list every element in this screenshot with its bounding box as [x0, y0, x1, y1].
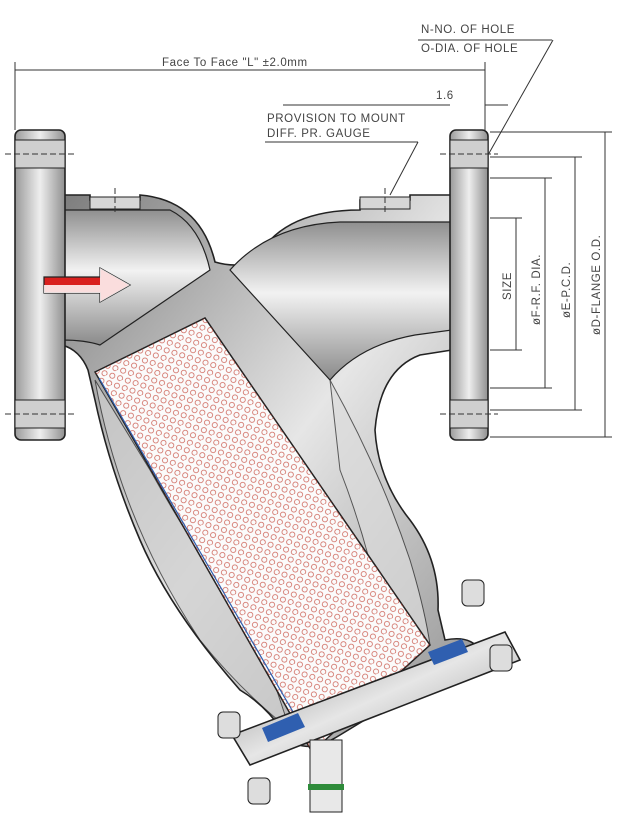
flow-direction-arrow-icon [43, 266, 132, 304]
dimension-lines [14, 39, 612, 438]
cover-flange [217, 579, 522, 813]
bolt-hole [14, 399, 66, 429]
provision-label-line1: PROVISION TO MOUNT [267, 113, 406, 125]
rf-thickness-label: 1.6 [436, 90, 454, 102]
size-label: SIZE [502, 272, 514, 300]
outlet-flange [440, 129, 498, 441]
n-holes-label: N-NO. OF HOLE [421, 24, 515, 36]
provision-label-line2: DIFF. PR. GAUGE [267, 128, 371, 140]
face-to-face-label: Face To Face "L" ±2.0mm [162, 57, 308, 69]
drain-plug [309, 739, 343, 813]
bolt-right [461, 579, 513, 672]
drain-gasket [308, 784, 344, 790]
flange-od-label: øD-FLANGE O.D. [591, 235, 603, 335]
strainer-screen [93, 317, 431, 754]
bolt-hole [14, 139, 66, 169]
bolt-left [217, 711, 271, 805]
gasket-left [262, 713, 305, 742]
gasket-right [428, 639, 468, 665]
o-dia-holes-label: O-DIA. OF HOLE [421, 43, 518, 55]
pcd-label: øE-P.C.D. [561, 262, 573, 318]
rf-dia-label: øF-R.F. DIA. [531, 254, 543, 325]
inlet-flange [5, 129, 75, 441]
